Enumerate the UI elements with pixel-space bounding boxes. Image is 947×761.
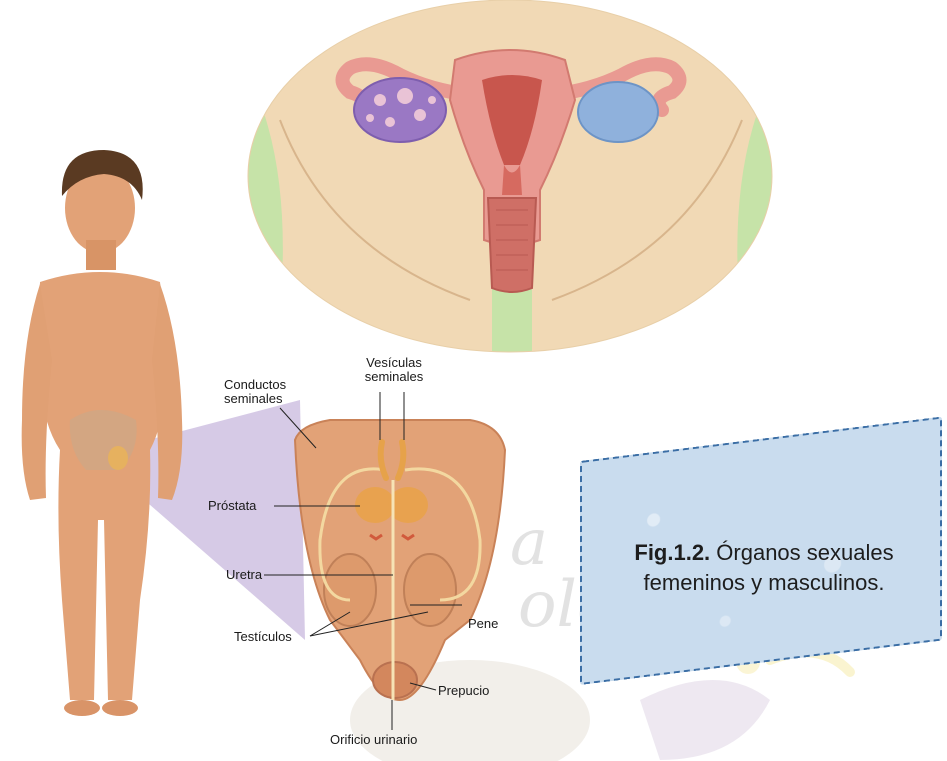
label-line: Vesículas [352,356,436,370]
label-conductos-seminales: Conductos seminales [224,378,286,406]
label-line: seminales [352,370,436,384]
label-pene: Pene [468,617,498,631]
caption-line1: Órganos sexuales [710,540,893,565]
ovary-right [578,82,658,142]
label-vesiculas-seminales: Vesículas seminales [352,356,436,384]
figure-number: Fig.1.2. [634,540,710,565]
caption-line2: femeninos y masculinos. [644,570,885,595]
label-uretra: Uretra [226,568,262,582]
label-testiculos: Testículos [234,630,292,644]
figure-caption: Fig.1.2. Órganos sexuales femeninos y ma… [588,538,940,598]
ovary-left [354,78,446,142]
female-organs-illustration [230,0,790,365]
male-figure [22,150,183,716]
label-orificio-urinario: Orificio urinario [330,733,417,747]
label-prostata: Próstata [208,499,256,513]
label-line: Conductos [224,378,286,392]
label-line: seminales [224,392,286,406]
label-prepucio: Prepucio [438,684,489,698]
